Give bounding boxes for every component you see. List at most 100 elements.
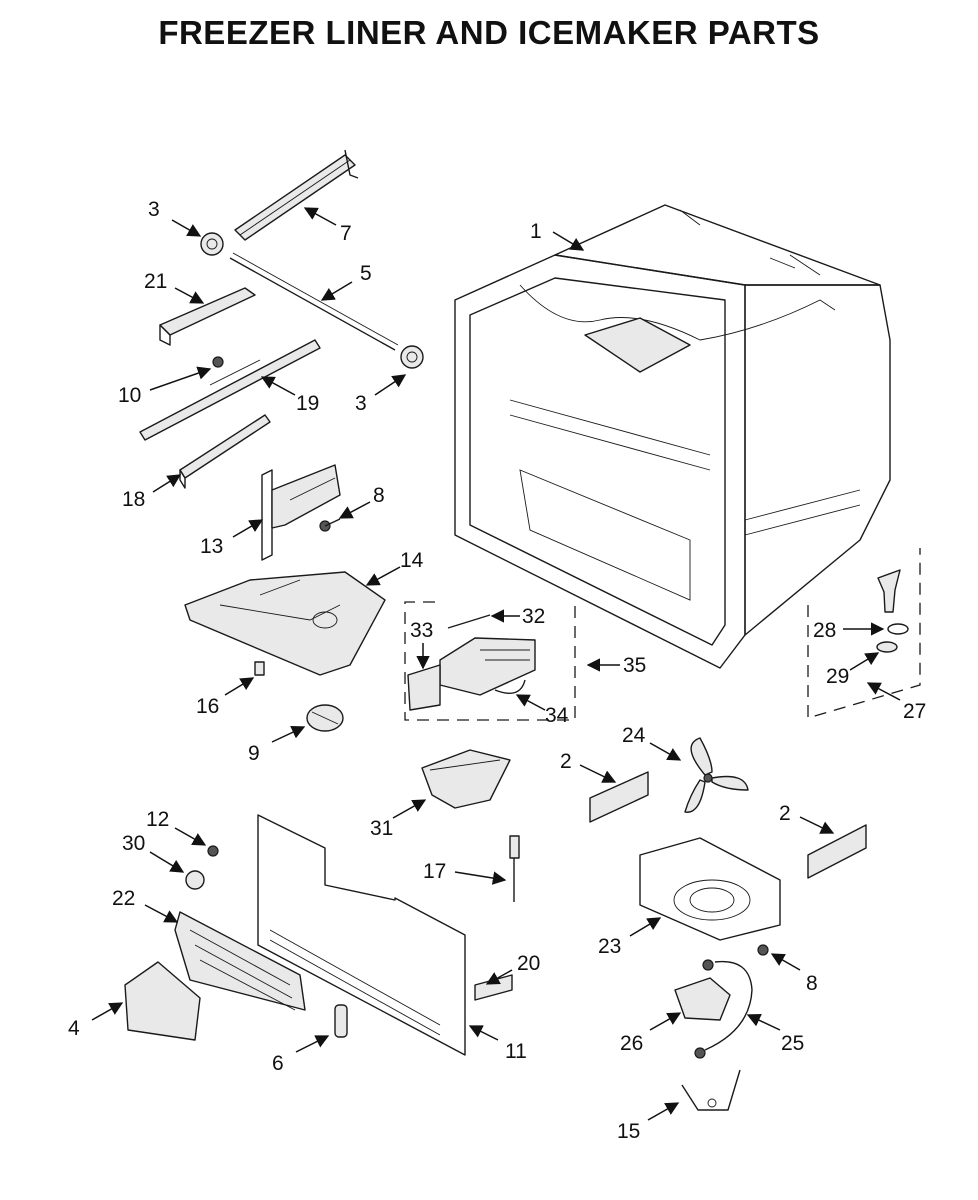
slide-18-part[interactable] [179,414,271,489]
bracket-30-part[interactable] [185,870,205,890]
drain-assembly-group[interactable] [807,548,921,719]
callout-35-label: 35 [623,654,646,677]
callout-14-label: 14 [400,549,424,572]
latch-6-part[interactable] [334,1004,348,1038]
callout-3a: 3 [148,198,202,237]
icemaker-body-part[interactable] [439,637,536,696]
pad-2-left-part[interactable] [589,771,649,823]
arm-34-part[interactable] [494,679,526,694]
fan-motor-26-part[interactable] [674,959,731,1059]
callout-18-label: 18 [122,488,145,511]
grille-22-part[interactable] [174,911,306,1011]
slide-19-part[interactable] [139,339,321,441]
seal-28-part[interactable] [887,623,909,635]
callout-25: 25 [746,1014,804,1055]
callout-22: 22 [112,887,179,923]
callout-14: 14 [365,549,424,586]
callout-22-label: 22 [112,887,135,910]
callout-1: 1 [530,220,585,251]
callout-18: 18 [122,474,182,511]
callout-25-label: 25 [781,1032,804,1055]
fan-housing-23-part[interactable] [639,837,781,941]
callout-33: 33 [410,619,433,670]
page-title: FREEZER LINER AND ICEMAKER PARTS [158,14,820,51]
callout-6: 6 [272,1035,330,1075]
screw-8-bottom-part[interactable] [757,944,769,956]
callout-34-label: 34 [545,704,569,727]
callout-16: 16 [196,677,255,718]
ice-bin-31-part[interactable] [421,749,511,809]
callout-31-label: 31 [370,817,393,840]
callout-11-label: 11 [505,1040,527,1063]
bracket-15-part[interactable] [681,1069,741,1111]
callout-5-label: 5 [360,262,372,285]
freezer-liner-part[interactable] [454,204,891,669]
callout-12-label: 12 [146,808,169,831]
callout-24: 24 [622,724,682,761]
callout-17-label: 17 [423,860,446,883]
gear-part-top[interactable] [200,232,224,256]
wire-harness-25-part[interactable] [704,960,753,1051]
callout-29-label: 29 [826,665,849,688]
callout-19: 19 [260,376,319,415]
cover-33-part[interactable] [407,664,441,711]
back-panel-11-part[interactable] [257,814,466,1056]
callout-8b-label: 8 [806,972,818,995]
callout-7-label: 7 [340,222,352,245]
callout-27-label: 27 [903,700,926,723]
pad-2-right-part[interactable] [807,824,867,879]
motor-9-part[interactable] [306,704,344,732]
callout-27: 27 [866,682,926,723]
icemaker-assembly-group[interactable] [404,600,576,721]
bracket-21-part[interactable] [159,287,256,346]
callout-21: 21 [144,270,205,304]
screw-8-top-part[interactable] [319,518,341,532]
callout-32: 32 [490,605,545,628]
callout-2a: 2 [560,750,617,783]
strip-20-part[interactable] [474,974,513,1001]
callout-13: 13 [200,519,264,558]
callout-11: 11 [468,1025,527,1063]
callout-6-label: 6 [272,1052,284,1075]
shaft-part[interactable] [229,252,399,351]
callout-20: 20 [485,952,540,985]
callout-2a-label: 2 [560,750,572,773]
callout-9-label: 9 [248,742,260,765]
drain-fitting-part[interactable] [877,569,901,613]
callout-9: 9 [248,726,306,765]
screw-10-part[interactable] [212,356,224,368]
callout-23: 23 [598,917,662,958]
callout-3b: 3 [355,374,407,415]
callout-24-label: 24 [622,724,646,747]
callout-26-label: 26 [620,1032,643,1055]
washer-29-part[interactable] [876,641,898,653]
screw-12-part[interactable] [207,845,219,857]
sensor-17-part[interactable] [509,835,520,902]
bracket-13-part[interactable] [261,464,341,561]
callout-31: 31 [370,799,427,840]
callout-8a-label: 8 [373,484,385,507]
gear-part-bottom[interactable] [400,345,424,369]
callout-19-label: 19 [296,392,319,415]
callout-35: 35 [586,654,646,677]
fan-blade-24-part[interactable] [684,737,749,813]
housing-14-part[interactable] [184,571,386,676]
callout-21-label: 21 [144,270,167,293]
callout-28: 28 [813,619,885,642]
callout-8b: 8 [770,953,818,995]
callout-29: 29 [826,652,880,688]
callout-2b-label: 2 [779,802,791,825]
callout-28-label: 28 [813,619,836,642]
callout-4-label: 4 [68,1017,80,1040]
callout-34: 34 [515,694,569,727]
callout-10: 10 [118,366,212,407]
top-rail-part[interactable] [234,149,359,241]
callout-32-label: 32 [522,605,545,628]
clip-16-part[interactable] [254,661,265,676]
callout-2b: 2 [779,802,835,834]
cover-4-part[interactable] [124,961,201,1041]
callout-26: 26 [620,1012,682,1055]
icemaker-32-part[interactable] [447,614,491,629]
callout-30: 30 [122,832,185,873]
